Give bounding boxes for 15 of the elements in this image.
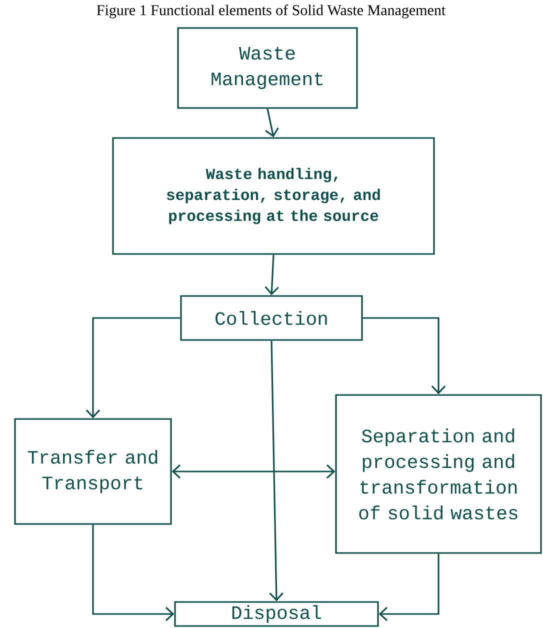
arrow [378, 554, 440, 622]
process-box: Disposal [174, 601, 379, 627]
arrow [92, 524, 174, 622]
arrow [362, 317, 446, 394]
figure-title: Figure 1 Functional elements of Solid Waste Management [96, 4, 446, 18]
process-box: Waste handling, separation, storage, and processing at the source [112, 137, 435, 255]
process-box: Separation and processing and transformation of solid wastes [335, 394, 542, 554]
arrow [86, 317, 180, 418]
arrow [265, 108, 279, 138]
arrow [264, 254, 279, 296]
arrow [172, 464, 336, 479]
process-box: Waste Management [177, 27, 358, 109]
arrow [269, 340, 284, 602]
process-box: Collection [180, 295, 363, 341]
process-box: Transfer and Transport [14, 418, 172, 525]
